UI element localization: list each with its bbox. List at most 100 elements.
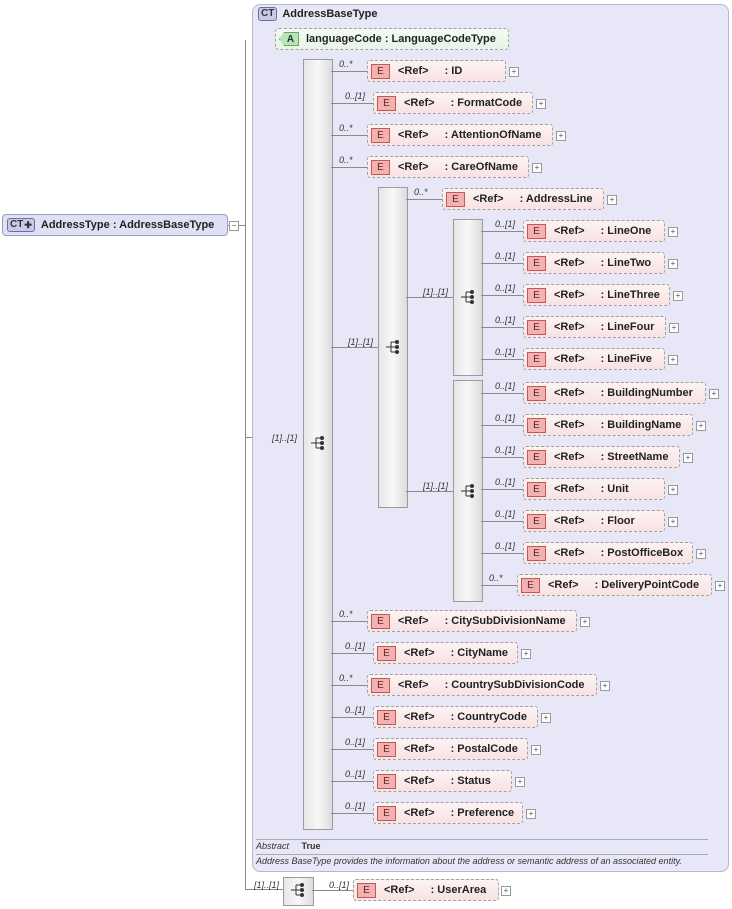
element-tag: E bbox=[371, 127, 390, 143]
element-box[interactable]: E<Ref>: LineFive bbox=[523, 348, 665, 370]
element-tag: E bbox=[527, 449, 546, 465]
expand-icon[interactable]: + bbox=[668, 227, 678, 237]
element-box[interactable]: E<Ref>: CountrySubDivisionCode bbox=[367, 674, 597, 696]
expand-icon[interactable]: + bbox=[521, 649, 531, 659]
expand-icon[interactable]: + bbox=[531, 745, 541, 755]
element-box[interactable]: E<Ref>: FormatCode bbox=[373, 92, 533, 114]
expand-icon[interactable]: + bbox=[709, 389, 719, 399]
expand-icon: ✚ bbox=[24, 220, 32, 230]
element-box[interactable]: E<Ref>: AttentionOfName bbox=[367, 124, 553, 146]
element-box[interactable]: E<Ref>: LineOne bbox=[523, 220, 665, 242]
expand-icon[interactable]: + bbox=[607, 195, 617, 205]
element-box[interactable]: E<Ref>: ID bbox=[367, 60, 506, 82]
sequence-icon bbox=[291, 883, 304, 897]
element-tag: E bbox=[527, 385, 546, 401]
ref-label: <Ref> bbox=[554, 451, 585, 463]
element-box[interactable]: E<Ref>: CareOfName bbox=[367, 156, 529, 178]
sequence-icon bbox=[461, 290, 474, 304]
element-name: : LineThree bbox=[600, 289, 660, 301]
expand-icon[interactable]: + bbox=[668, 485, 678, 495]
expand-icon[interactable]: + bbox=[509, 67, 519, 77]
expand-icon[interactable]: + bbox=[556, 131, 566, 141]
complex-type-tag: CT bbox=[258, 7, 278, 21]
choice-icon bbox=[386, 340, 399, 354]
element-box[interactable]: E<Ref>: DeliveryPointCode bbox=[517, 574, 712, 596]
expand-icon[interactable]: + bbox=[532, 163, 542, 173]
outer-sequence-cardinality: [1]..[1] bbox=[254, 880, 280, 890]
element-tag: E bbox=[446, 191, 465, 207]
element-box[interactable]: E<Ref>: CountryCode bbox=[373, 706, 538, 728]
expand-icon[interactable]: + bbox=[673, 291, 683, 301]
expand-icon[interactable]: + bbox=[669, 323, 679, 333]
ref-label: <Ref> bbox=[398, 65, 429, 77]
expand-icon[interactable]: + bbox=[541, 713, 551, 723]
attribute-language-code[interactable]: A languageCode : LanguageCodeType bbox=[275, 28, 509, 50]
ref-label: <Ref> bbox=[554, 387, 585, 399]
ref-label: <Ref> bbox=[398, 679, 429, 691]
element-box[interactable]: E<Ref>: LineThree bbox=[523, 284, 670, 306]
expand-icon[interactable]: + bbox=[668, 355, 678, 365]
element-tag: E bbox=[377, 645, 396, 661]
complex-type-name: AddressBaseType bbox=[282, 8, 378, 20]
element-box[interactable]: E<Ref>: LineTwo bbox=[523, 252, 665, 274]
element-box[interactable]: E<Ref>: Preference bbox=[373, 802, 523, 824]
expand-icon[interactable]: + bbox=[715, 581, 725, 591]
element-box[interactable]: E<Ref>: AddressLine bbox=[442, 188, 604, 210]
expand-icon[interactable]: + bbox=[526, 809, 536, 819]
element-box[interactable]: E<Ref>: Unit bbox=[523, 478, 665, 500]
ref-label: <Ref> bbox=[554, 257, 585, 269]
element-cardinality: 0..[1] bbox=[495, 315, 516, 325]
element-box[interactable]: E<Ref>: PostOfficeBox bbox=[523, 542, 693, 564]
root-complex-type[interactable]: CT✚ AddressType : AddressBaseType bbox=[2, 214, 228, 236]
element-cardinality: 0..[1] bbox=[345, 769, 366, 779]
element-box[interactable]: E<Ref>: CitySubDivisionName bbox=[367, 610, 577, 632]
expand-icon[interactable]: + bbox=[536, 99, 546, 109]
expand-icon[interactable]: + bbox=[515, 777, 525, 787]
element-box[interactable]: E<Ref>: LineFour bbox=[523, 316, 666, 338]
expand-icon[interactable]: + bbox=[600, 681, 610, 691]
element-cardinality: 0..* bbox=[339, 609, 353, 619]
expand-icon[interactable]: + bbox=[668, 259, 678, 269]
main-sequence-bar[interactable] bbox=[303, 59, 333, 830]
element-cardinality: 0..[1] bbox=[495, 381, 516, 391]
ref-label: <Ref> bbox=[398, 615, 429, 627]
main-sequence-cardinality: [1]..[1] bbox=[272, 433, 298, 443]
element-box[interactable]: E<Ref>: Floor bbox=[523, 510, 665, 532]
element-cardinality: 0..[1] bbox=[495, 219, 516, 229]
element-box[interactable]: E <Ref> : BuildingNumber bbox=[523, 382, 706, 404]
element-tag: E bbox=[527, 513, 546, 529]
element-name: : Status bbox=[450, 775, 491, 787]
element-tag: E bbox=[527, 481, 546, 497]
expand-icon[interactable]: + bbox=[580, 617, 590, 627]
ref-label: <Ref> bbox=[554, 353, 585, 365]
outer-sequence-bar[interactable] bbox=[283, 877, 314, 906]
ref-label: <Ref> bbox=[554, 515, 585, 527]
expand-icon[interactable]: + bbox=[696, 421, 706, 431]
expand-icon[interactable]: + bbox=[501, 886, 511, 896]
element-cardinality: 0..[1] bbox=[495, 347, 516, 357]
element-cardinality: 0..* bbox=[339, 59, 353, 69]
element-box[interactable]: E<Ref>: CityName bbox=[373, 642, 518, 664]
element-box[interactable]: E<Ref>: BuildingName bbox=[523, 414, 693, 436]
ref-label: <Ref> bbox=[384, 884, 415, 896]
element-name: : ID bbox=[444, 65, 463, 77]
element-tag: E bbox=[377, 709, 396, 725]
element-user-area[interactable]: E <Ref> : UserArea bbox=[353, 879, 499, 901]
element-box[interactable]: E<Ref>: PostalCode bbox=[373, 738, 528, 760]
element-name: : LineOne bbox=[600, 225, 652, 237]
element-cardinality: 0..[1] bbox=[495, 541, 516, 551]
sequence-lines-cardinality: [1]..[1] bbox=[423, 287, 449, 297]
expand-icon[interactable]: + bbox=[683, 453, 693, 463]
expand-icon[interactable]: + bbox=[668, 517, 678, 527]
element-name: : Preference bbox=[450, 807, 515, 819]
element-name: : BuildingNumber bbox=[600, 387, 693, 399]
ref-label: <Ref> bbox=[404, 97, 435, 109]
element-box[interactable]: E<Ref>: StreetName bbox=[523, 446, 680, 468]
attribute-tag: A bbox=[279, 32, 299, 46]
element-cardinality: 0..[1] bbox=[495, 251, 516, 261]
expand-icon[interactable]: + bbox=[696, 549, 706, 559]
element-tag: E bbox=[371, 677, 390, 693]
element-box[interactable]: E<Ref>: Status bbox=[373, 770, 512, 792]
root-collapse-icon[interactable]: − bbox=[229, 221, 239, 231]
element-cardinality: 0..[1] bbox=[345, 801, 366, 811]
